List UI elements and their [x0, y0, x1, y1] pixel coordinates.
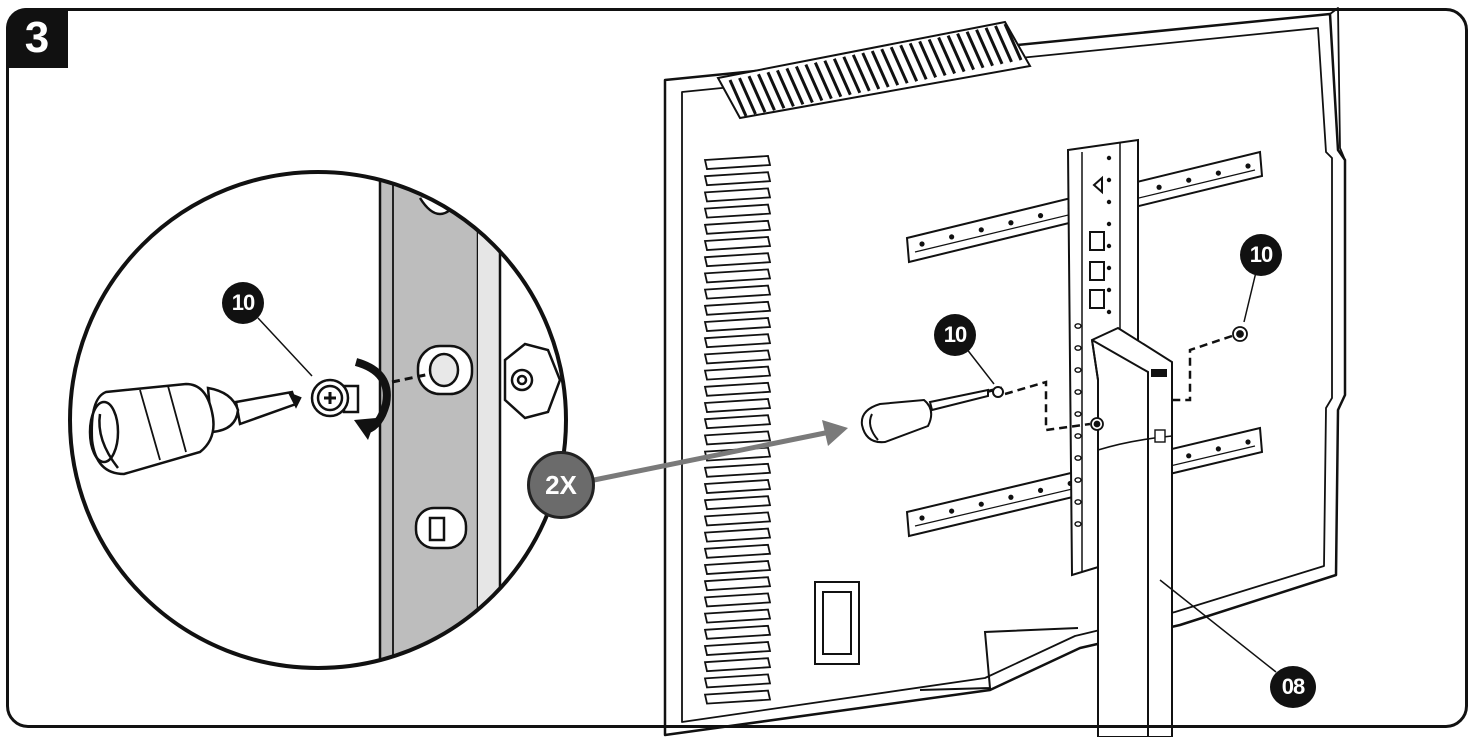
vent-slot — [703, 543, 772, 559]
detail-nut — [503, 342, 562, 420]
connector-recess — [814, 581, 860, 665]
bracket-hole — [1106, 199, 1112, 205]
bracket-hole — [1106, 265, 1112, 271]
screwdriver-small — [860, 386, 1004, 444]
rail-hole — [919, 241, 925, 247]
callout-column: 08 — [1270, 666, 1316, 708]
vent-slot — [703, 349, 772, 365]
bracket-slot — [1074, 521, 1082, 527]
screwdriver-detail — [88, 382, 302, 476]
vent-slot — [703, 495, 772, 511]
detail-slot — [414, 506, 468, 550]
rail-hole — [919, 515, 925, 521]
rail-hole — [1008, 494, 1014, 500]
vent-slot — [703, 527, 772, 543]
column-08 — [1090, 326, 1173, 737]
vent-slot — [703, 187, 772, 203]
rail-hole — [1245, 439, 1251, 445]
vent-slot — [703, 657, 772, 673]
vent-slot — [703, 608, 772, 624]
vent-slot — [703, 268, 772, 284]
detail-bracket — [378, 172, 541, 668]
top-vent — [716, 20, 1032, 120]
vent-slot — [703, 673, 772, 689]
vent-slot — [703, 462, 772, 478]
bracket-slot — [1074, 499, 1082, 505]
detail-standoff — [416, 344, 474, 396]
vent-slot — [703, 155, 772, 170]
bracket-slot — [1074, 323, 1082, 329]
vent-slot — [703, 236, 772, 251]
vent-slot — [703, 219, 772, 235]
vent-slot — [703, 576, 772, 592]
vent-slot — [703, 381, 772, 397]
bracket-slot — [1074, 367, 1082, 373]
vent-slot — [703, 317, 772, 332]
screw-right — [1232, 326, 1248, 342]
bracket-slot — [1074, 455, 1082, 461]
vent-slot — [703, 252, 772, 268]
screw-path-right — [1172, 334, 1233, 402]
bracket-slot — [1074, 433, 1082, 439]
callout-detail-screw: 10 — [222, 282, 264, 324]
rotation-arrow — [354, 358, 391, 440]
vent-slot — [703, 511, 772, 527]
rail-hole — [978, 227, 984, 233]
vent-slot — [703, 414, 772, 430]
vent-slot — [703, 430, 772, 446]
bracket-slot — [1074, 411, 1082, 417]
multiplier-badge: 2X — [527, 451, 595, 519]
rail-hole — [978, 501, 984, 507]
rail-hole — [1008, 220, 1014, 226]
side-vent — [703, 155, 772, 705]
rail-hole — [949, 234, 955, 240]
callout-screw-center: 10 — [934, 314, 976, 356]
leader-lines — [257, 271, 1277, 673]
callout-screw-right: 10 — [1240, 234, 1282, 276]
detail-screw — [310, 378, 360, 418]
bracket-hole — [1106, 177, 1112, 183]
bracket-slot — [1074, 345, 1082, 351]
vent-slot — [703, 300, 772, 316]
vent-slot — [703, 365, 772, 381]
vent-slot — [703, 398, 772, 413]
vent-slot — [703, 641, 772, 656]
vent-slot — [703, 592, 772, 608]
detail-screw-path — [391, 372, 431, 384]
step-frame — [6, 8, 1468, 728]
vent-slot — [703, 171, 772, 187]
bracket-hole — [1106, 155, 1112, 161]
vent-slot — [703, 479, 772, 494]
rail-hole — [1215, 446, 1221, 452]
vent-slot — [703, 333, 772, 349]
rail-hole — [1186, 453, 1192, 459]
bracket-bolt — [1090, 417, 1104, 431]
step-number: 3 — [6, 8, 68, 68]
bracket-hole — [1106, 309, 1112, 315]
reference-arrow — [593, 420, 848, 483]
vent-slot — [703, 689, 772, 705]
screw-path-center — [1004, 380, 1091, 432]
vent-slot — [703, 624, 772, 640]
bracket-hole — [1106, 287, 1112, 293]
rail-hole — [1037, 487, 1044, 493]
vent-slot — [703, 560, 772, 575]
rail-hole — [1156, 184, 1162, 190]
rail-hole — [1245, 163, 1251, 169]
bracket-hole — [1106, 243, 1112, 249]
rail-hole — [949, 508, 955, 514]
stand-base — [919, 627, 1079, 691]
rail-hole — [1037, 213, 1044, 219]
rail-hole — [1186, 177, 1192, 183]
bracket-hole — [1106, 221, 1112, 227]
vent-slot — [703, 203, 772, 219]
bracket-slot — [1074, 477, 1082, 483]
bracket-slot — [1074, 389, 1082, 395]
vent-slot — [703, 284, 772, 300]
rail-hole — [1215, 170, 1221, 176]
